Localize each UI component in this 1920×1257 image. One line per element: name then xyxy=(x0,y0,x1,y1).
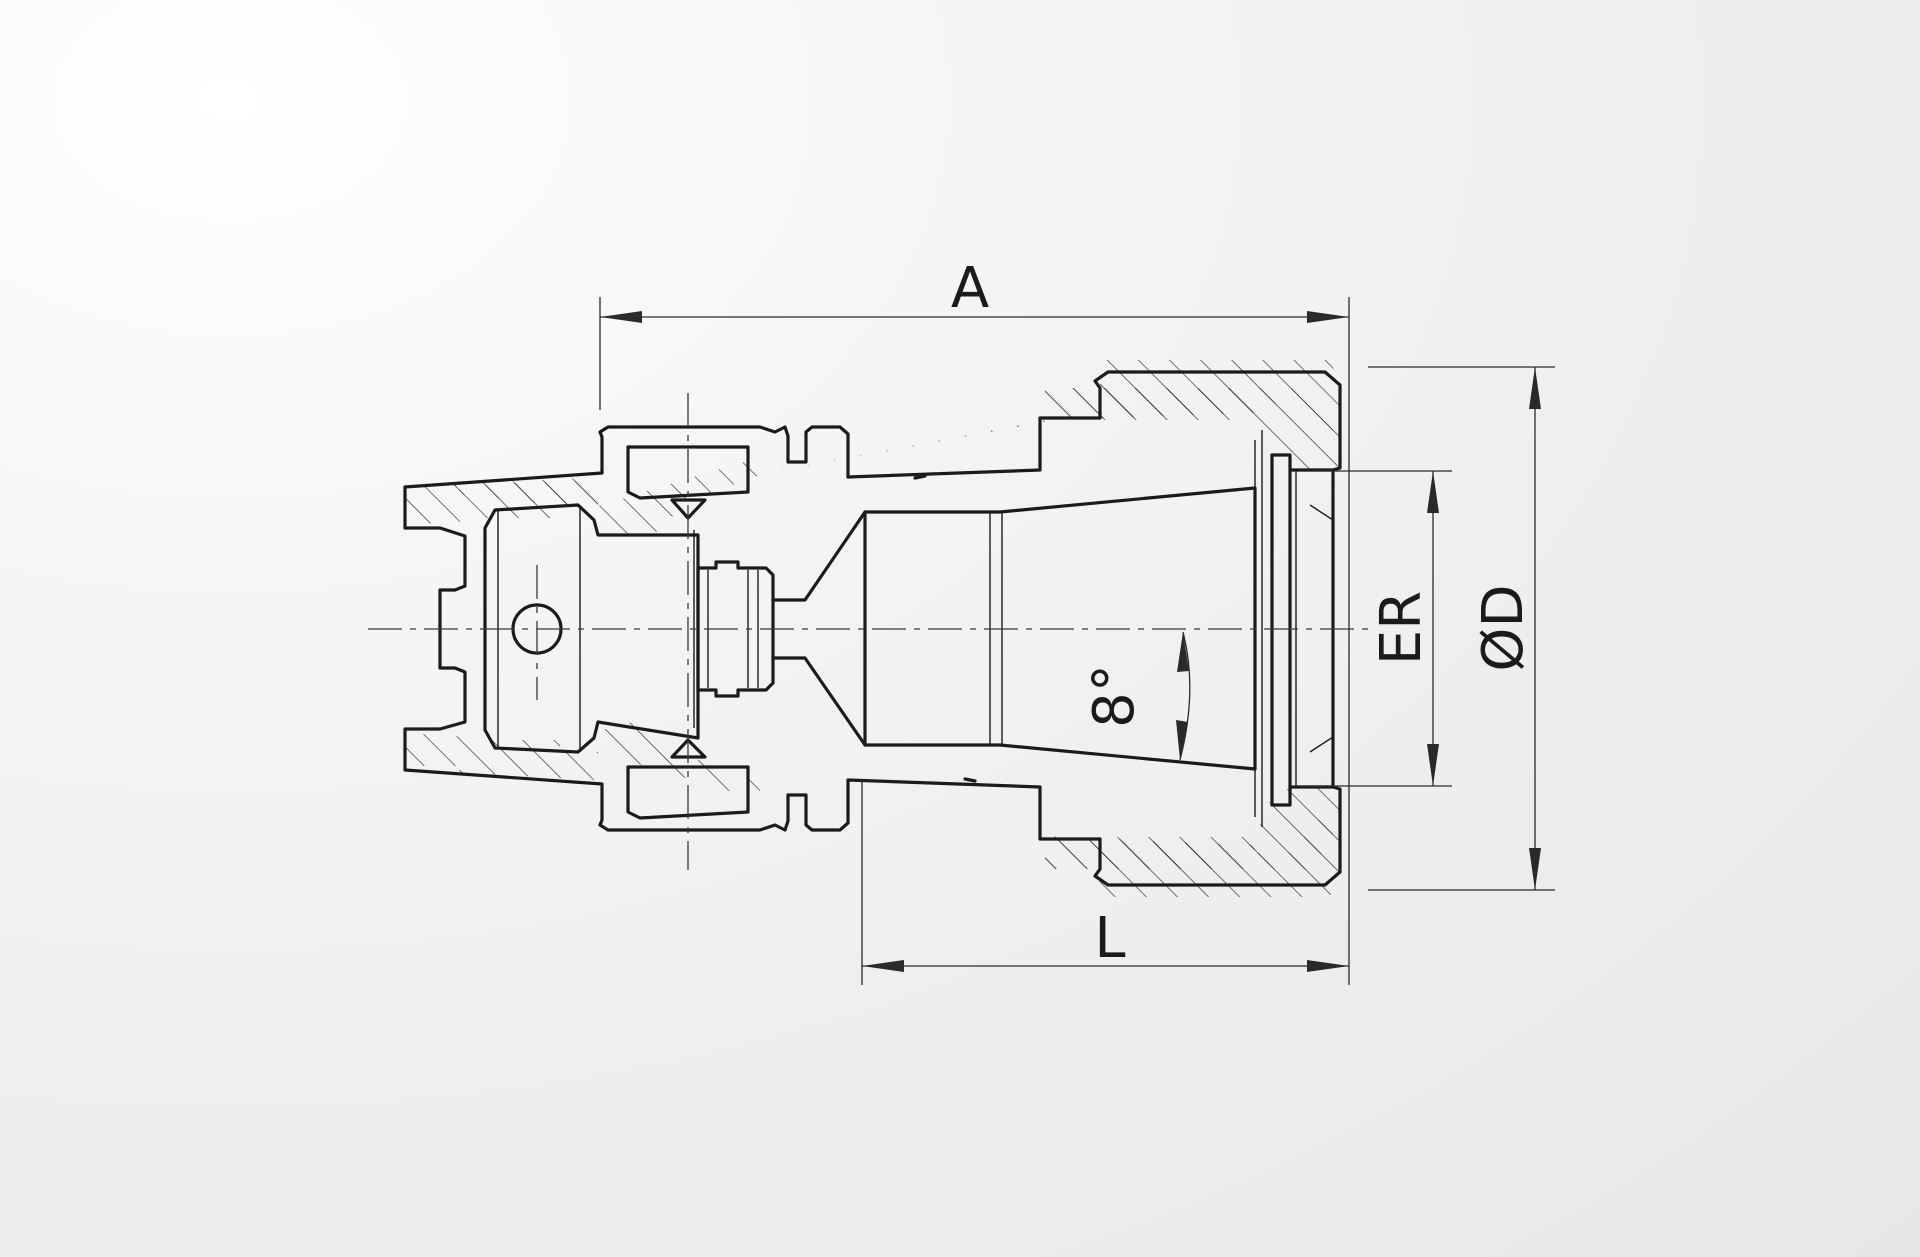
dimension-a-label: A xyxy=(951,256,989,321)
dimension-od: ØD xyxy=(1368,366,1555,891)
taper-angle-label: 8° xyxy=(1082,664,1147,728)
dimension-a: A xyxy=(599,256,1350,985)
dimension-er-label: ER xyxy=(1369,591,1434,665)
dimension-er: ER xyxy=(1300,470,1452,787)
dimension-l-label: L xyxy=(1094,906,1125,971)
section-hatching xyxy=(405,360,1340,897)
dimension-od-label: ØD xyxy=(1471,584,1536,671)
dimension-l: L xyxy=(861,780,1349,985)
taper-angle: 8° xyxy=(1082,631,1191,761)
centerlines xyxy=(368,393,1370,870)
